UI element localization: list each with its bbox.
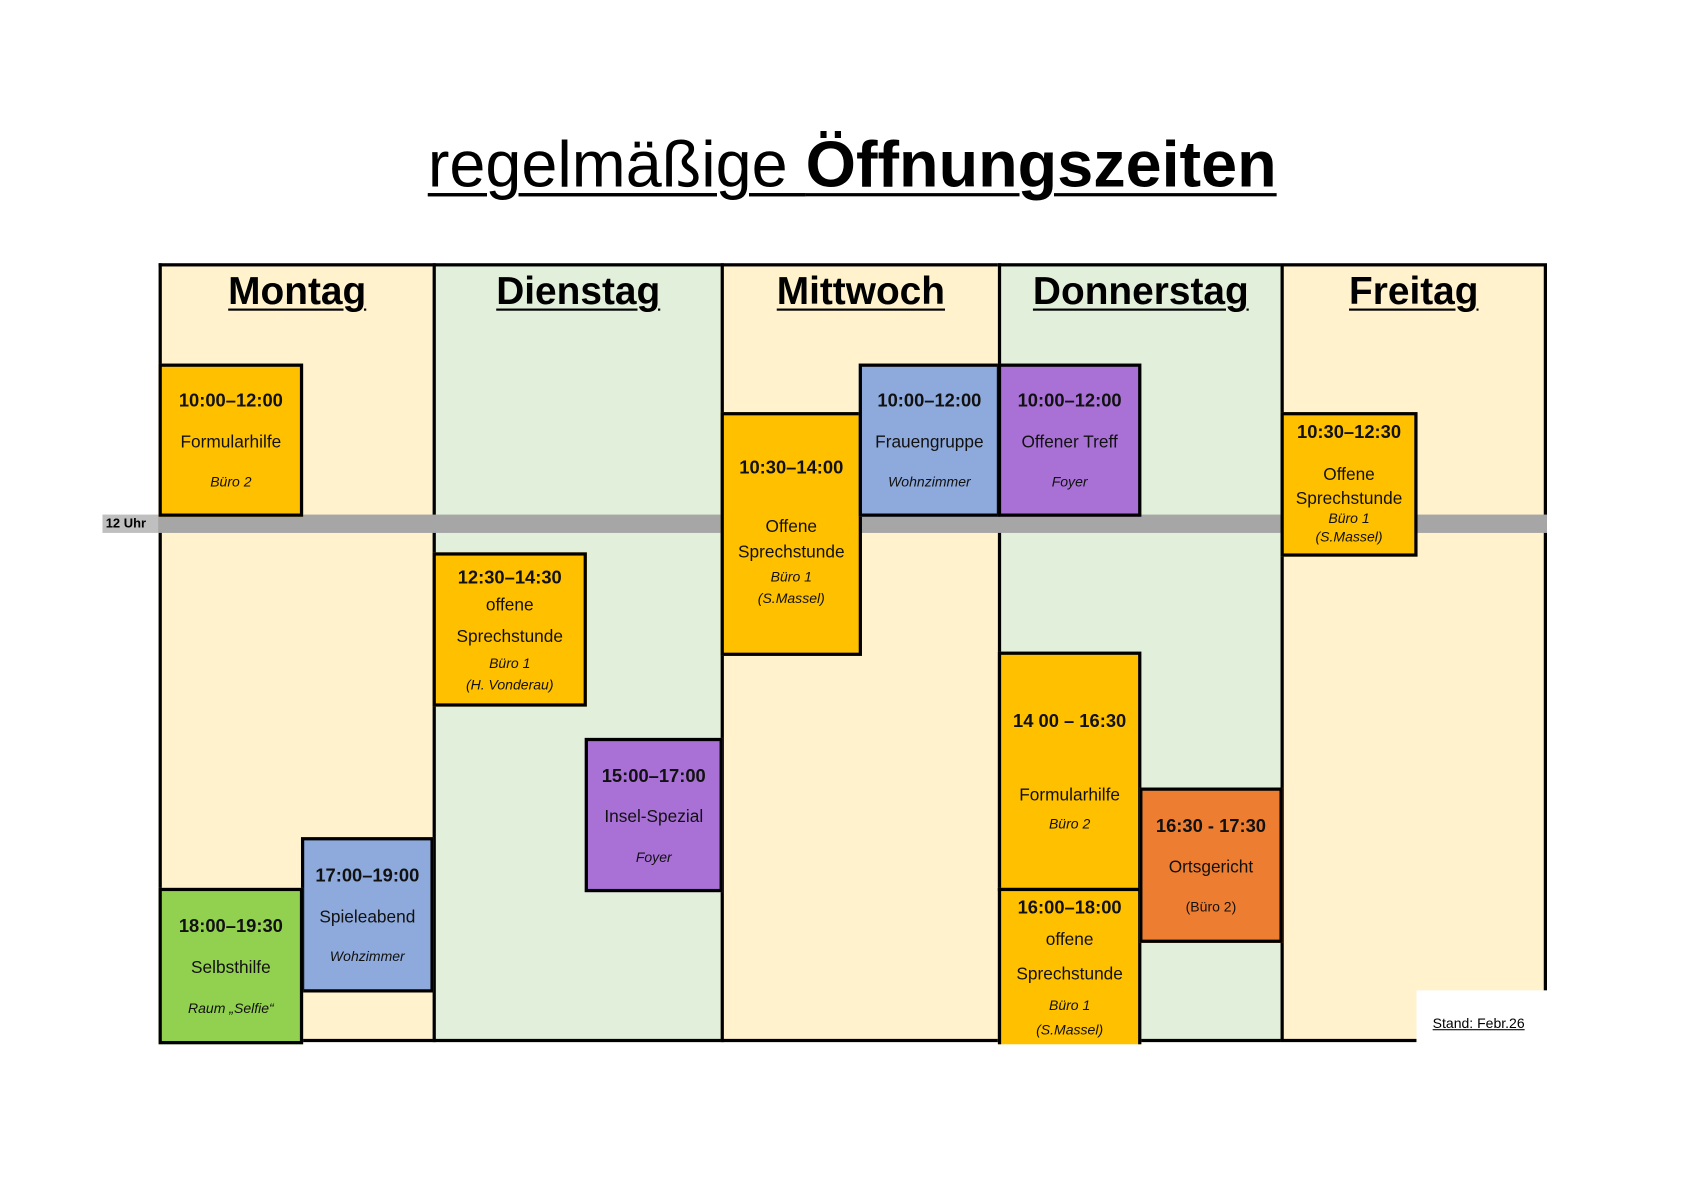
event-name: Sprechstunde	[1295, 490, 1403, 509]
event-person: (H. Vonderau)	[465, 675, 554, 693]
event-block: 12:30–14:30 offene Sprechstunde Büro 1 (…	[432, 552, 587, 707]
event-block: 17:00–19:00 Spieleabend Wohzimmer	[300, 837, 434, 993]
event-location: Büro 1	[770, 568, 812, 585]
day-header: Montag	[228, 268, 367, 313]
event-name: Sprechstunde	[1016, 965, 1123, 984]
event-time: 16:30 - 17:30	[1155, 815, 1267, 836]
event-block: 14 00 – 16:30 Formularhilfe Büro 2	[997, 651, 1142, 892]
event-name: Offene	[1323, 466, 1375, 485]
event-location: Foyer	[1051, 473, 1088, 490]
event-time: 10:00–12:00	[178, 390, 283, 412]
event-location: Büro 2	[210, 473, 252, 490]
event-block: 16:30 - 17:30 Ortsgericht (Büro 2)	[1139, 787, 1283, 943]
event-time: 17:00–19:00	[315, 864, 420, 886]
event-time: 10:30–14:00	[739, 457, 844, 478]
day-header: Mittwoch	[776, 268, 946, 313]
event-person: (S.Massel)	[1315, 528, 1383, 545]
event-name: Offener Treff	[1021, 433, 1118, 452]
event-time: 10:00–12:00	[1017, 390, 1122, 412]
event-block: 10:00–12:00 Offener Treff Foyer	[997, 363, 1142, 517]
event-person: (S.Massel)	[757, 590, 825, 607]
event-name: Ortsgericht	[1168, 858, 1254, 877]
event-time: 14 00 – 16:30	[1013, 711, 1127, 732]
event-time: 16:00–18:00	[1017, 897, 1122, 919]
event-name: Sprechstunde	[456, 627, 563, 646]
day-header: Donnerstag	[1032, 268, 1249, 313]
event-block: 15:00–17:00 Insel-Spezial Foyer	[584, 737, 723, 893]
noon-label: 12 Uhr	[102, 514, 159, 533]
event-block: 10:30–14:00 Offene Sprechstunde Büro 1 (…	[720, 412, 862, 656]
event-block: 10:00–12:00 Frauengruppe Wohnzimmer	[858, 363, 1001, 517]
event-name: offene	[1045, 931, 1094, 950]
event-name: Formularhilfe	[180, 433, 282, 452]
event-time: 10:00–12:00	[877, 390, 982, 412]
event-location: Büro 2	[1048, 815, 1091, 832]
event-name: Frauengruppe	[875, 433, 984, 452]
title-light: regelmäßige	[427, 128, 806, 201]
event-block: 16:00–18:00 offene Sprechstunde Büro 1 (…	[997, 887, 1142, 1045]
event-name: Insel-Spezial	[604, 808, 704, 827]
event-name: Sprechstunde	[738, 543, 845, 562]
event-time: 18:00–19:30	[178, 915, 283, 937]
event-block: 18:00–19:30 Selbsthilfe Raum „Selfie“	[158, 887, 304, 1045]
event-time: 12:30–14:30	[457, 566, 562, 588]
event-location: Büro 1	[489, 654, 531, 672]
event-block: 10:30–12:30 Offene Sprechstunde Büro 1 (…	[1280, 412, 1418, 557]
event-location: Büro 1	[1328, 509, 1370, 526]
page-title: regelmäßige Öffnungszeiten	[0, 127, 1683, 201]
event-location: Wohnzimmer	[888, 473, 971, 490]
event-location: (Büro 2)	[1185, 898, 1237, 916]
event-name: Spieleabend	[319, 907, 416, 927]
event-time: 10:30–12:30	[1297, 421, 1402, 443]
event-location: Büro 1	[1048, 996, 1091, 1013]
stand-date: Stand: Febr.26	[1416, 990, 1551, 1047]
column-freitag: Freitag	[1280, 263, 1547, 1043]
event-location: Foyer	[635, 848, 672, 865]
event-location: Wohzimmer	[329, 948, 405, 965]
title-bold: Öffnungszeiten	[805, 128, 1277, 201]
event-location: Raum „Selfie“	[187, 1000, 274, 1017]
event-person: (S.Massel)	[1036, 1021, 1104, 1038]
event-block: 10:00–12:00 Formularhilfe Büro 2	[158, 363, 304, 517]
event-name: offene	[485, 596, 534, 615]
day-header: Dienstag	[496, 268, 661, 313]
event-name: Formularhilfe	[1019, 786, 1120, 805]
event-name: Offene	[765, 517, 818, 536]
event-time: 15:00–17:00	[601, 765, 706, 786]
event-name: Selbsthilfe	[191, 959, 271, 978]
day-header: Freitag	[1349, 268, 1479, 313]
